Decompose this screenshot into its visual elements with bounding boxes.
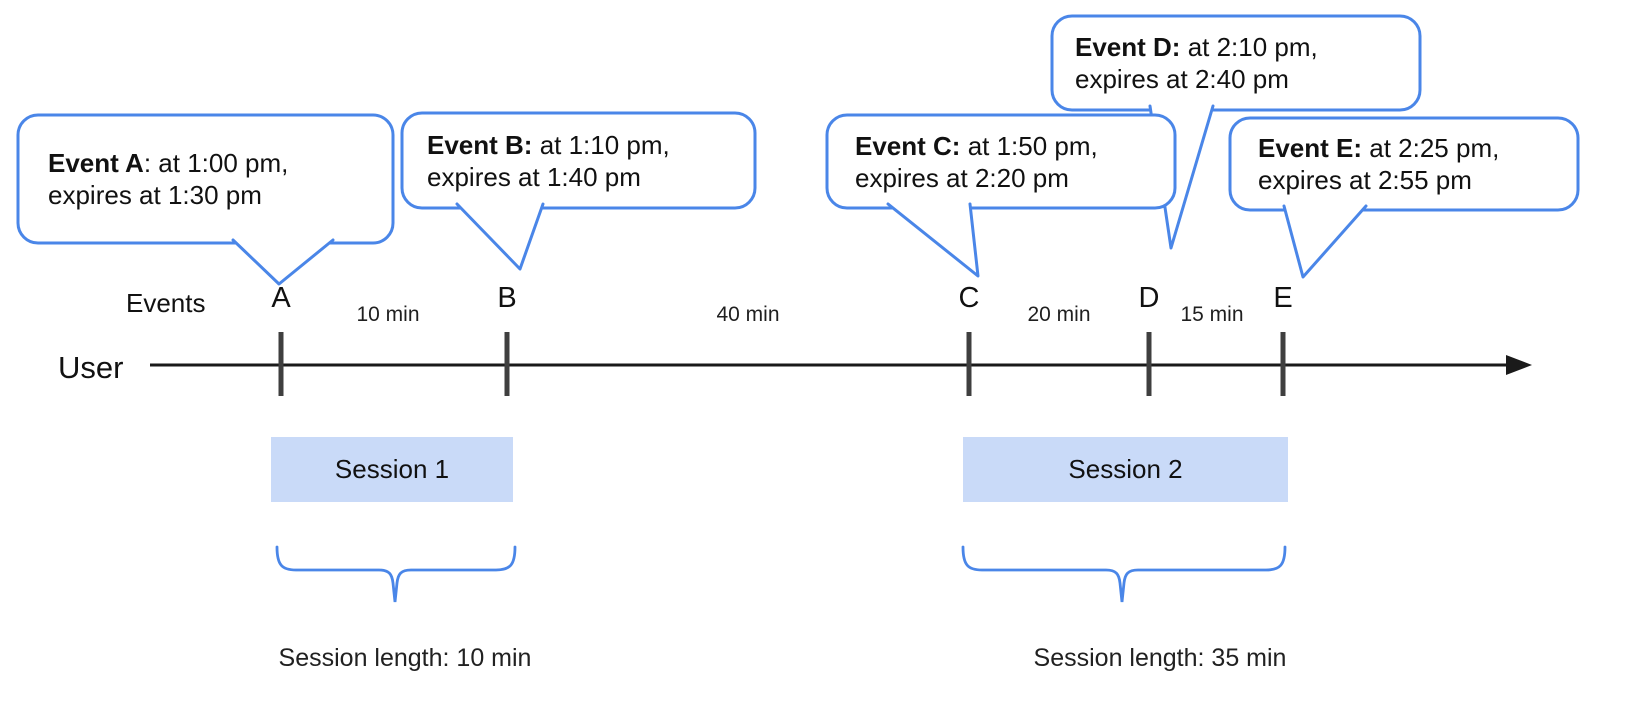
session-1-length-label: Session length: 10 min [278,644,532,672]
event-tick-a [278,332,284,396]
event-time: at 2:10 pm, [1180,32,1318,62]
bubble-text-content: Event E: at 2:25 pm, expires at 2:55 pm [1258,132,1499,196]
timeline-arrowhead-icon [1506,355,1532,375]
event-bubble-d: Event D: at 2:10 pm, expires at 2:40 pm [1075,16,1415,110]
speech-bubble-b-tail [455,202,545,271]
event-tick-e [1280,332,1286,396]
event-letter-c: C [958,282,980,314]
event-expiry: expires at 2:20 pm [855,162,1069,193]
events-axis-label: Events [126,288,206,318]
gap-label-a-b: 10 min [356,303,420,326]
session-2-length-label: Session length: 35 min [1033,644,1287,672]
event-letter-a: A [271,282,291,314]
speech-bubble-c-tail [886,202,980,278]
bubble-text-content: Event C: at 1:50 pm, expires at 2:20 pm [855,130,1098,194]
gap-label-c-d: 20 min [1027,303,1091,326]
session-2-box: Session 2 [963,437,1288,502]
event-title: Event B: [427,129,533,160]
gap-label-d-e: 15 min [1180,303,1244,326]
event-title: Event E: [1258,133,1363,163]
event-time: at 2:25 pm, [1362,133,1500,163]
event-title: Event C: [855,130,961,161]
speech-bubble-d-shape [1050,14,1422,112]
event-time: at 1:50 pm, [960,130,1098,161]
event-bubble-c: Event C: at 1:50 pm, expires at 2:20 pm [855,115,1173,208]
session-1-brace [275,545,517,603]
event-title: Event A [48,148,144,178]
speech-bubble-c-shape [825,113,1177,210]
event-expiry: expires at 2:40 pm [1075,64,1289,94]
session-1-label: Session 1 [334,454,450,484]
speech-bubble-a-tail [231,238,335,286]
speech-bubble-b-shape [400,111,757,210]
event-bubble-b: Event B: at 1:10 pm, expires at 1:40 pm [427,113,752,208]
event-bubble-e: Event E: at 2:25 pm, expires at 2:55 pm [1258,118,1576,210]
event-tick-b [504,332,510,396]
speech-bubble-a-shape [16,113,395,245]
session-2-label: Session 2 [1068,454,1183,484]
event-letter-b: B [497,282,517,314]
event-letter-d: D [1138,282,1160,314]
user-axis-label: User [58,350,124,385]
bubble-text-content: Event D: at 2:10 pm, expires at 2:40 pm [1075,31,1318,95]
event-time: at 1:10 pm, [532,129,670,160]
event-title: Event D: [1075,32,1181,62]
event-tick-d [1146,332,1152,396]
speech-bubble-e-shape [1228,116,1580,212]
event-expiry: expires at 1:30 pm [48,180,262,210]
session-2-brace [961,545,1287,603]
gap-label-b-c: 40 min [716,303,780,326]
event-expiry: expires at 1:40 pm [427,161,641,192]
event-letter-e: E [1273,282,1293,314]
event-tick-c [966,332,972,396]
event-bubble-a: Event A: at 1:00 pm, expires at 1:30 pm [48,115,388,243]
session-1-box: Session 1 [271,437,513,502]
event-time: : at 1:00 pm, [143,148,289,178]
bubble-text-content: Event B: at 1:10 pm, expires at 1:40 pm [427,129,670,193]
speech-bubble-e-tail [1282,204,1368,279]
bubble-text-content: Event A: at 1:00 pm, expires at 1:30 pm [48,147,288,211]
event-expiry: expires at 2:55 pm [1258,165,1472,195]
